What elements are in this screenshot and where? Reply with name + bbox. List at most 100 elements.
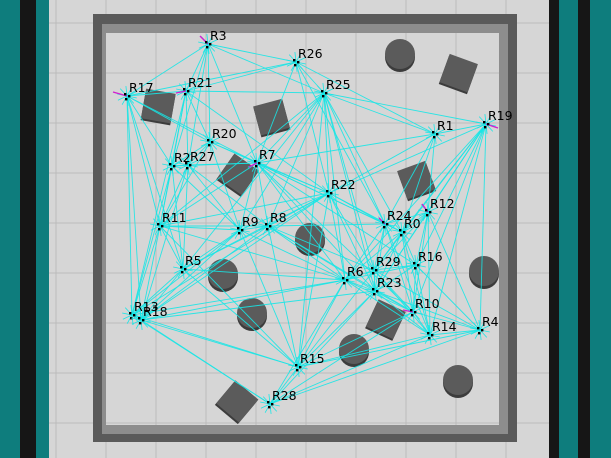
robot-R26[interactable] [286,52,306,72]
sensor-ray [239,162,258,231]
sensor-burst [375,221,386,225]
sensor-burst [230,227,241,231]
robot-R22[interactable] [319,183,339,203]
sensor-ray [401,211,429,233]
box-2 [253,98,291,138]
robot-marker [411,314,414,317]
sensor-burst [135,319,142,329]
heading-indicator [402,309,414,313]
sensor-burst [140,319,143,330]
sensor-burst [406,262,417,266]
sensor-ray [256,162,386,225]
sensor-burst [476,123,487,129]
robot-label: R5 [185,253,202,268]
robot-R3[interactable] [198,34,218,54]
sensor-ray [140,319,299,368]
robot-marker [376,290,379,293]
robot-R6[interactable] [335,270,355,290]
sensor-ray [256,162,330,194]
sensor-ray [412,264,417,313]
sensor-ray [374,264,417,292]
sensor-ray [171,165,241,231]
sensor-burst [208,132,211,143]
sensor-ray [297,92,325,368]
robot-R16[interactable] [406,255,426,275]
robot-R7[interactable] [247,153,267,173]
box-4-top [439,53,478,93]
robot-label: R17 [129,80,154,95]
sensor-burst [384,215,391,225]
robot-R21[interactable] [175,81,196,101]
sensor-ray [182,164,189,270]
robot-marker [189,164,192,167]
robot-label: R22 [331,177,356,192]
robot-R23[interactable] [365,281,385,301]
robot-R10[interactable] [402,302,423,322]
sensor-ray [344,264,417,281]
robot-R2[interactable] [162,156,182,176]
sensor-ray [267,225,346,281]
sensor-burst [364,267,375,271]
sensor-ray [187,43,209,166]
robot-R18[interactable] [131,310,151,330]
robot-R12[interactable] [418,202,438,222]
robot-R11[interactable] [150,216,170,236]
sensor-burst [373,261,380,271]
robot-marker [321,90,324,93]
sensor-burst [406,264,417,270]
cyl-4 [469,256,499,286]
sensor-burst [365,288,376,292]
sensor-ray [384,133,436,225]
robot-R4[interactable] [470,320,490,340]
robot-marker [375,269,378,272]
robot-R15[interactable] [288,357,308,377]
sensor-ray [328,192,346,281]
robot-marker [372,288,375,291]
robot-R25[interactable] [314,83,334,103]
robot-marker [477,327,480,330]
robot-R28[interactable] [260,394,280,414]
sensor-burst [202,43,209,53]
sensor-burst [173,266,184,270]
sensor-burst [256,154,263,164]
sensor-burst [159,217,166,227]
sensor-burst [412,303,419,313]
sensor-burst [368,269,375,279]
cyl-1 [385,39,415,69]
robot-R0[interactable] [392,222,412,242]
robot-marker [299,366,302,369]
robot-marker [478,332,481,335]
robot-R5[interactable] [173,259,193,279]
robot-R17[interactable] [112,86,137,106]
sensor-ray [344,279,376,292]
sensor-burst [182,260,189,270]
robot-R14[interactable] [420,325,440,345]
sensor-burst [154,225,161,235]
sensor-ray [131,90,187,316]
sensor-ray [267,225,375,271]
sensor-burst [207,35,214,45]
sensor-burst [319,192,330,198]
robot-R19[interactable] [476,114,499,134]
sensor-burst [318,92,325,102]
sensor-ray [256,162,376,292]
sensor-burst [130,305,133,316]
sensor-burst [407,311,414,321]
sensor-burst [433,124,436,135]
robot-R9[interactable] [230,220,250,240]
robot-R27[interactable] [178,155,198,175]
robot-marker [206,46,209,49]
robot-R1[interactable] [425,124,445,144]
sensor-burst [186,155,189,166]
robot-R20[interactable] [200,132,220,152]
side-bar-right-dark [578,0,590,458]
sensor-burst [239,229,242,240]
sensor-ray [295,61,436,135]
sensor-burst [150,225,161,231]
robot-R24[interactable] [375,214,395,234]
robot-R8[interactable] [258,216,278,236]
sensor-ray [269,366,299,405]
robot-R29[interactable] [364,260,384,280]
